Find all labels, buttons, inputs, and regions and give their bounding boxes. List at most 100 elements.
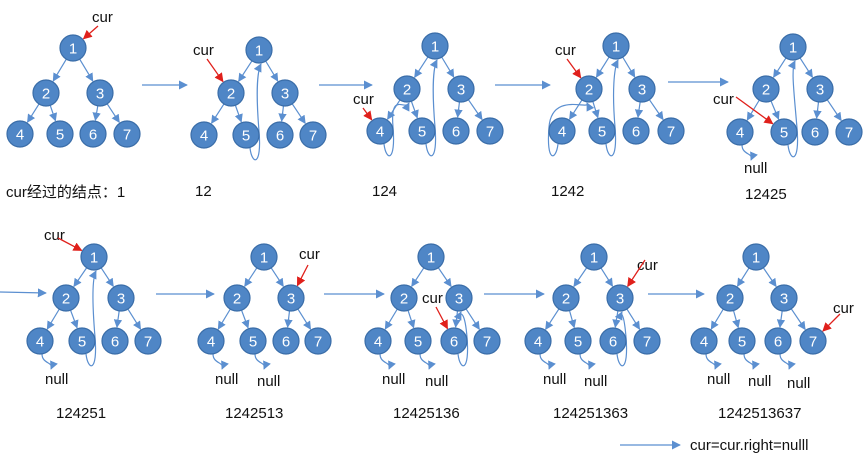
tree-edge-3-6 bbox=[92, 105, 101, 122]
tree-node-4: 4 bbox=[197, 327, 225, 355]
null-link bbox=[705, 353, 722, 370]
tree-node-7: 7 bbox=[799, 327, 827, 355]
tree-edge-3-7 bbox=[790, 308, 806, 331]
tree-edge-2-5 bbox=[234, 105, 243, 123]
node-label: 1 bbox=[90, 250, 98, 267]
tree-node-6: 6 bbox=[801, 118, 829, 146]
tree-node-7: 7 bbox=[134, 327, 162, 355]
tree-edge-3-7 bbox=[106, 103, 120, 124]
tree-node-5: 5 bbox=[404, 327, 432, 355]
node-label: 1 bbox=[69, 41, 77, 58]
tree-node-2: 2 bbox=[752, 75, 780, 103]
sequence-label-3: 124 bbox=[372, 183, 398, 200]
tree-node-5: 5 bbox=[239, 327, 267, 355]
tree-edge-2-4 bbox=[387, 99, 401, 120]
null-label: null bbox=[45, 371, 68, 388]
tree-node-3: 3 bbox=[107, 284, 135, 312]
tree-edge-2-4 bbox=[710, 308, 724, 330]
node-label: 6 bbox=[774, 334, 782, 351]
node-label: 4 bbox=[207, 334, 215, 351]
node-label: 6 bbox=[811, 125, 819, 142]
tree-edge-3-6 bbox=[813, 101, 822, 119]
node-label: 5 bbox=[78, 334, 86, 351]
node-label: 5 bbox=[56, 127, 64, 144]
null-label: null bbox=[584, 373, 607, 390]
node-label: 5 bbox=[414, 334, 422, 351]
null-link bbox=[779, 353, 796, 370]
thread-link-5-to-1 bbox=[787, 60, 799, 158]
node-label: 7 bbox=[486, 124, 494, 141]
node-label: 3 bbox=[455, 291, 463, 308]
thread-link-6-to-3 bbox=[614, 311, 628, 367]
tree-node-2: 2 bbox=[552, 284, 580, 312]
node-label: 4 bbox=[200, 128, 208, 145]
node-label: 3 bbox=[287, 291, 295, 308]
tree-node-3: 3 bbox=[770, 284, 798, 312]
tree-edge-1-3 bbox=[799, 57, 813, 78]
tree-edge-2-5 bbox=[407, 310, 416, 329]
node-label: 3 bbox=[816, 82, 824, 99]
tree-node-3: 3 bbox=[445, 284, 473, 312]
tree-node-7: 7 bbox=[113, 120, 141, 148]
null-link bbox=[539, 353, 556, 370]
flow-arrow-5 bbox=[0, 288, 47, 298]
thread-link-5-to-1 bbox=[85, 270, 97, 367]
tree-node-1: 1 bbox=[80, 243, 108, 271]
tree-node-3: 3 bbox=[271, 79, 299, 107]
node-label: 3 bbox=[780, 291, 788, 308]
tree-node-3: 3 bbox=[606, 284, 634, 312]
tree-node-1: 1 bbox=[417, 243, 445, 271]
tree-edge-2-5 bbox=[49, 105, 58, 122]
tree-node-1: 1 bbox=[421, 32, 449, 60]
tree-node-1: 1 bbox=[602, 32, 630, 60]
null-link bbox=[41, 353, 58, 370]
tree-node-1: 1 bbox=[245, 36, 273, 64]
cur-pointer-arrow bbox=[206, 58, 224, 83]
null-label: null bbox=[257, 373, 280, 390]
tree-node-5: 5 bbox=[588, 117, 616, 145]
null-label: null bbox=[744, 160, 767, 177]
thread-links bbox=[41, 59, 799, 370]
node-label: 6 bbox=[609, 334, 617, 351]
tree-edge-2-5 bbox=[770, 100, 780, 120]
tree-node-5: 5 bbox=[770, 118, 798, 146]
null-label: null bbox=[707, 371, 730, 388]
node-label: 2 bbox=[726, 291, 734, 308]
tree-node-7: 7 bbox=[473, 327, 501, 355]
cur-label: cur bbox=[353, 91, 374, 108]
node-label: 2 bbox=[762, 82, 770, 99]
tree-edge-3-6 bbox=[113, 310, 123, 328]
node-label: 6 bbox=[89, 127, 97, 144]
node-label: 7 bbox=[667, 124, 675, 141]
sequence-label-1: cur经过的结点：1 bbox=[6, 184, 126, 201]
node-label: 3 bbox=[281, 86, 289, 103]
tree-edge-3-7 bbox=[465, 308, 480, 330]
node-label: 2 bbox=[42, 86, 50, 103]
node-label: 7 bbox=[314, 334, 322, 351]
sequence-label-6: 124251 bbox=[56, 405, 107, 422]
tree-edge-3-6 bbox=[634, 101, 644, 118]
tree-edge-2-4 bbox=[46, 308, 60, 330]
cur-label: cur bbox=[92, 9, 113, 26]
tree-edge-3-6 bbox=[776, 310, 786, 328]
node-label: 3 bbox=[457, 82, 465, 99]
sequence-label-7: 1242513 bbox=[225, 405, 284, 422]
tree-edge-2-4 bbox=[384, 308, 398, 330]
cur-label: cur bbox=[299, 246, 320, 263]
tree-edge-1-2 bbox=[238, 60, 253, 82]
tree-node-7: 7 bbox=[299, 121, 327, 149]
tree-node-7: 7 bbox=[657, 117, 685, 145]
tree-node-2: 2 bbox=[217, 79, 245, 107]
tree-edge-2-5 bbox=[410, 101, 419, 119]
sequence-label-2: 12 bbox=[195, 183, 212, 200]
sequence-label-5: 12425 bbox=[745, 186, 787, 203]
tree-edge-3-7 bbox=[297, 308, 312, 330]
thread-link-5-to-1 bbox=[605, 59, 619, 157]
cur-label: cur bbox=[422, 290, 443, 307]
thread-link-4-to-2 bbox=[383, 102, 410, 157]
tree-node-7: 7 bbox=[476, 117, 504, 145]
cur-pointer-arrow bbox=[566, 58, 582, 79]
